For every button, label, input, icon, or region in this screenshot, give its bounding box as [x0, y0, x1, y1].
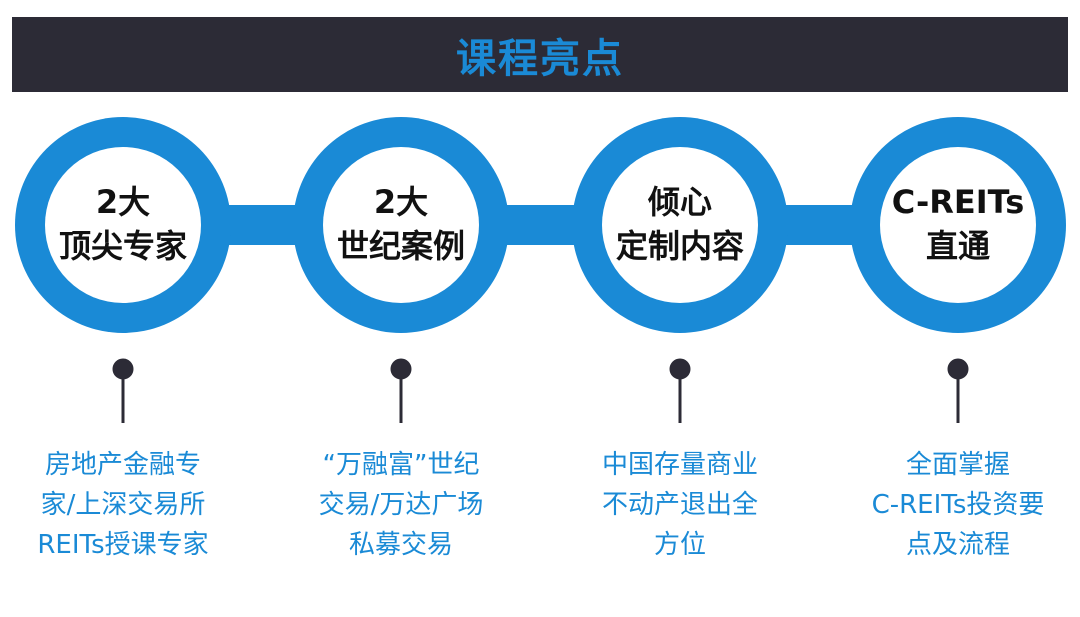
highlight-3-desc: 中国存量商业不动产退出全方位: [601, 450, 758, 560]
page-title: 课程亮点: [456, 35, 624, 82]
highlight-1-title: 2大顶尖专家: [58, 183, 187, 265]
chain-connector: [123, 205, 958, 245]
highlight-2-title: 2大世纪案例: [336, 183, 465, 265]
highlight-3-title: 倾心定制内容: [615, 183, 744, 265]
highlight-2-desc: “万融富”世纪交易/万达广场私募交易: [318, 450, 484, 560]
header-bar: 课程亮点: [12, 17, 1068, 92]
